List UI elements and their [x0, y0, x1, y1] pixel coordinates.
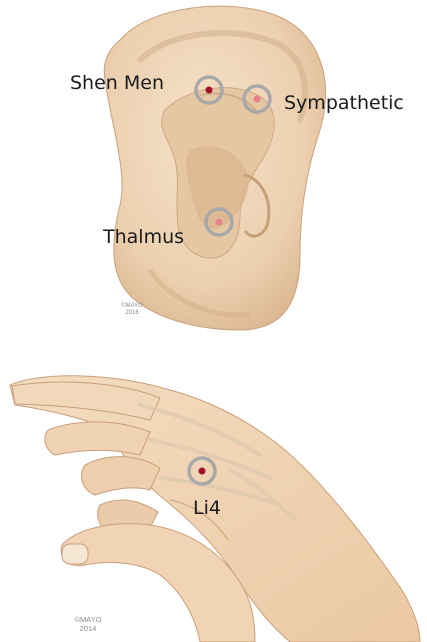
point-label-thalmus: Thalmus: [103, 228, 184, 247]
hand-copyright: ©MAYO 2014: [66, 616, 110, 633]
ear-copyright-line1: ©MAYO: [112, 303, 152, 310]
point-label-li4: Li4: [193, 499, 221, 518]
ear-illustration: [104, 6, 325, 330]
ear-copyright-line2: 2016: [112, 310, 152, 317]
point-label-shen-men: Shen Men: [70, 74, 164, 93]
hand-copyright-line2: 2014: [66, 625, 110, 634]
ear-copyright: ©MAYO 2016: [112, 303, 152, 317]
point-label-sympathetic: Sympathetic: [284, 94, 404, 113]
